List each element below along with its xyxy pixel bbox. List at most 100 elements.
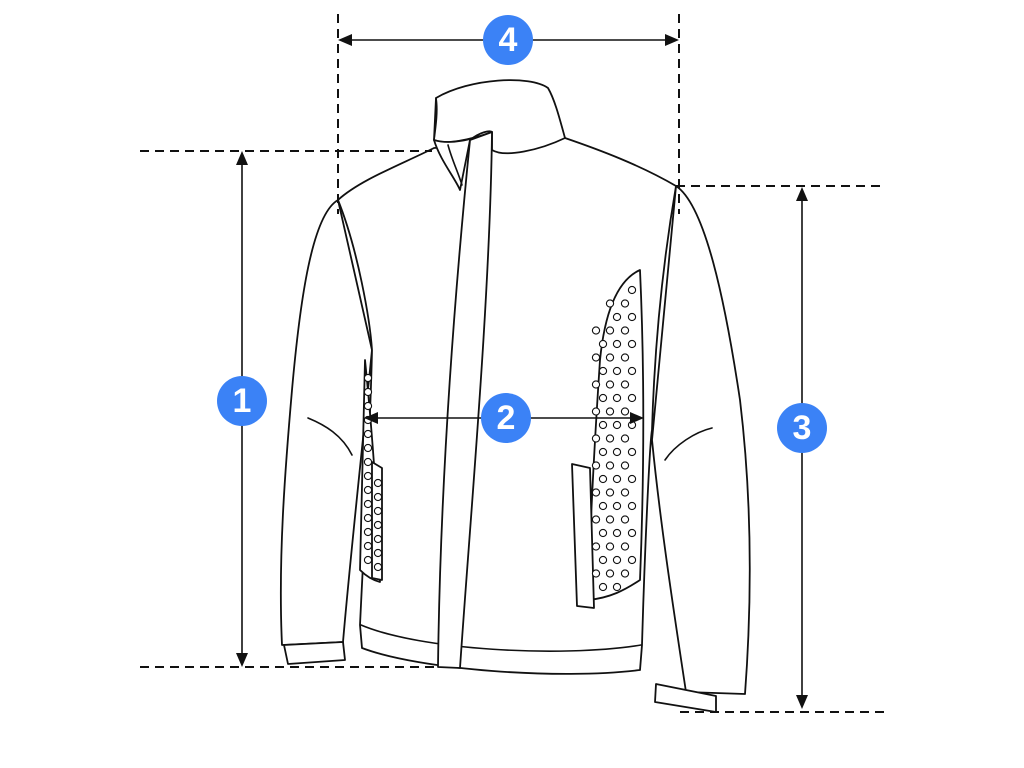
mesh-hole xyxy=(605,434,615,443)
mesh-hole xyxy=(620,380,630,389)
mesh-hole xyxy=(612,501,622,511)
badge-3-label: 3 xyxy=(793,409,812,447)
right-ventilation-mesh xyxy=(591,285,637,592)
measurement-badge-4: 4 xyxy=(483,15,533,65)
mesh-hole xyxy=(612,555,622,565)
mesh-hole xyxy=(598,366,608,376)
left-sleeve xyxy=(279,199,373,646)
mesh-hole xyxy=(612,528,622,538)
mesh-hole xyxy=(605,353,615,362)
badge-2-label: 2 xyxy=(497,399,516,437)
mesh-hole xyxy=(627,339,637,349)
mesh-hole xyxy=(612,312,622,322)
mesh-hole xyxy=(612,420,622,430)
mesh-hole xyxy=(620,299,630,308)
mesh-hole xyxy=(605,380,615,389)
mesh-hole xyxy=(598,420,608,430)
zipper-placket xyxy=(437,131,493,669)
mesh-hole xyxy=(373,478,383,488)
mesh-hole xyxy=(591,380,601,389)
left-ventilation-mesh xyxy=(363,373,383,572)
right-sleeve xyxy=(651,185,751,695)
mesh-hole xyxy=(373,506,383,516)
mesh-hole xyxy=(620,407,630,416)
mesh-hole xyxy=(627,555,637,565)
mesh-hole xyxy=(591,353,601,362)
measurement-badge-2: 2 xyxy=(481,393,531,443)
mesh-hole xyxy=(605,515,615,524)
mesh-hole xyxy=(373,562,383,572)
mesh-hole xyxy=(591,407,601,416)
mesh-hole xyxy=(627,447,637,457)
mesh-hole xyxy=(363,527,373,537)
mesh-hole xyxy=(363,387,373,397)
right-pocket xyxy=(571,463,595,609)
mesh-hole xyxy=(612,393,622,403)
mesh-hole xyxy=(605,542,615,551)
mesh-hole xyxy=(620,326,630,335)
mesh-hole xyxy=(373,534,383,544)
mesh-hole xyxy=(605,299,615,308)
mesh-hole xyxy=(598,501,608,511)
mesh-hole xyxy=(591,488,601,497)
mesh-hole xyxy=(363,443,373,453)
badge-4-label: 4 xyxy=(499,21,518,59)
mesh-hole xyxy=(363,513,373,523)
mesh-hole xyxy=(598,339,608,349)
mesh-hole xyxy=(627,528,637,538)
mesh-hole xyxy=(605,461,615,470)
mesh-hole xyxy=(612,339,622,349)
mesh-hole xyxy=(373,492,383,502)
mesh-hole xyxy=(620,542,630,551)
mesh-hole xyxy=(620,569,630,578)
mesh-hole xyxy=(598,555,608,565)
mesh-hole xyxy=(620,488,630,497)
mesh-hole xyxy=(620,353,630,362)
mesh-hole xyxy=(363,499,373,509)
mesh-hole xyxy=(373,520,383,530)
mesh-hole xyxy=(363,485,373,495)
mesh-hole xyxy=(363,541,373,551)
mesh-hole xyxy=(598,447,608,457)
badge-1-label: 1 xyxy=(233,382,252,420)
mesh-hole xyxy=(627,285,637,295)
mesh-hole xyxy=(363,373,373,383)
left-cuff xyxy=(283,641,346,665)
mesh-hole xyxy=(612,447,622,457)
mesh-hole xyxy=(598,582,608,592)
mesh-hole xyxy=(591,542,601,551)
mesh-hole xyxy=(612,582,622,592)
mesh-hole xyxy=(598,393,608,403)
measurement-badge-1: 1 xyxy=(217,376,267,426)
mesh-hole xyxy=(605,488,615,497)
mesh-hole xyxy=(627,501,637,511)
mesh-hole xyxy=(620,461,630,470)
mesh-hole xyxy=(612,474,622,484)
measurement-badge-3: 3 xyxy=(777,403,827,453)
mesh-hole xyxy=(591,569,601,578)
mesh-hole xyxy=(620,515,630,524)
mesh-hole xyxy=(612,366,622,376)
mesh-hole xyxy=(591,461,601,470)
mesh-hole xyxy=(598,474,608,484)
mesh-hole xyxy=(627,366,637,376)
mesh-hole xyxy=(591,434,601,443)
mesh-hole xyxy=(363,555,373,565)
hem-band xyxy=(360,624,642,652)
mesh-hole xyxy=(363,401,373,411)
mesh-hole xyxy=(373,548,383,558)
mesh-hole xyxy=(605,569,615,578)
mesh-hole xyxy=(605,326,615,335)
mesh-hole xyxy=(627,393,637,403)
extension-lines xyxy=(140,14,888,713)
mesh-hole xyxy=(605,407,615,416)
mesh-hole xyxy=(591,515,601,524)
mesh-hole xyxy=(620,434,630,443)
mesh-hole xyxy=(363,471,373,481)
mesh-hole xyxy=(591,326,601,335)
mesh-hole xyxy=(598,528,608,538)
mesh-hole xyxy=(627,312,637,322)
mesh-hole xyxy=(627,474,637,484)
mesh-hole xyxy=(363,429,373,439)
